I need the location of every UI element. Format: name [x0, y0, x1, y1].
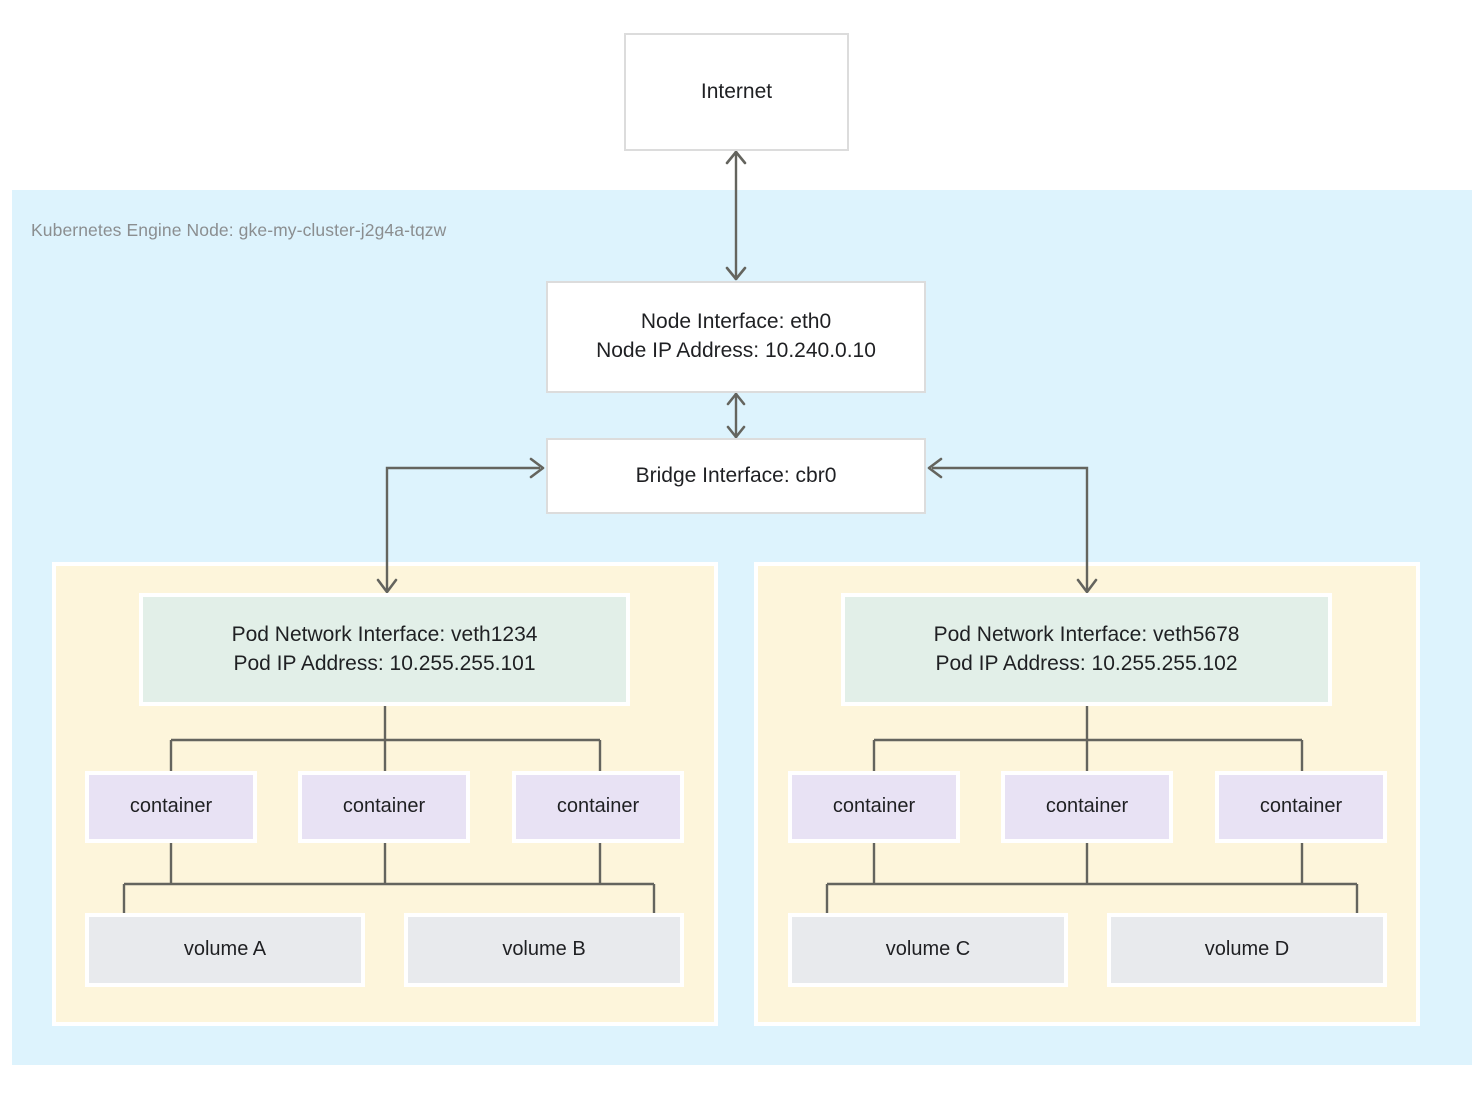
- pod-right-volume-c[interactable]: volume C: [788, 913, 1068, 987]
- pod-right-interface-line2: Pod IP Address: 10.255.255.102: [935, 651, 1238, 675]
- pod-right-interface-line1: Pod Network Interface: veth5678: [933, 622, 1240, 646]
- pod-left-container-3[interactable]: container: [512, 771, 684, 843]
- node-interface-box[interactable]: Node Interface: eth0 Node IP Address: 10…: [546, 281, 926, 393]
- pod-right-network-interface[interactable]: Pod Network Interface: veth5678 Pod IP A…: [841, 593, 1332, 706]
- pod-left-interface-line2: Pod IP Address: 10.255.255.101: [233, 651, 536, 675]
- pod-left-container-1[interactable]: container: [85, 771, 257, 843]
- pod-right-container-2[interactable]: container: [1001, 771, 1173, 843]
- volume-label: volume C: [885, 938, 971, 961]
- container-label: container: [556, 795, 640, 818]
- pod-right-container-3[interactable]: container: [1215, 771, 1387, 843]
- bridge-interface-label: Bridge Interface: cbr0: [635, 463, 837, 487]
- container-label: container: [832, 795, 916, 818]
- container-label: container: [1259, 795, 1343, 818]
- internet-box[interactable]: Internet: [624, 33, 849, 151]
- pod-left-volume-b[interactable]: volume B: [404, 913, 684, 987]
- pod-left-container-2[interactable]: container: [298, 771, 470, 843]
- node-region-label: Kubernetes Engine Node: gke-my-cluster-j…: [31, 220, 447, 240]
- container-label: container: [129, 795, 213, 818]
- pod-right-container-1[interactable]: container: [788, 771, 960, 843]
- bridge-interface-box[interactable]: Bridge Interface: cbr0: [546, 438, 926, 514]
- volume-label: volume A: [183, 938, 267, 961]
- pod-left-network-interface[interactable]: Pod Network Interface: veth1234 Pod IP A…: [139, 593, 630, 706]
- volume-label: volume B: [502, 938, 586, 961]
- pod-right-volume-d[interactable]: volume D: [1107, 913, 1387, 987]
- internet-label: Internet: [700, 79, 773, 103]
- container-label: container: [342, 795, 426, 818]
- node-interface-line2: Node IP Address: 10.240.0.10: [596, 339, 876, 362]
- node-interface-line1: Node Interface: eth0: [640, 310, 832, 334]
- pod-left-interface-line1: Pod Network Interface: veth1234: [231, 622, 538, 646]
- container-label: container: [1045, 795, 1129, 818]
- pod-left-volume-a[interactable]: volume A: [85, 913, 365, 987]
- volume-label: volume D: [1204, 938, 1290, 961]
